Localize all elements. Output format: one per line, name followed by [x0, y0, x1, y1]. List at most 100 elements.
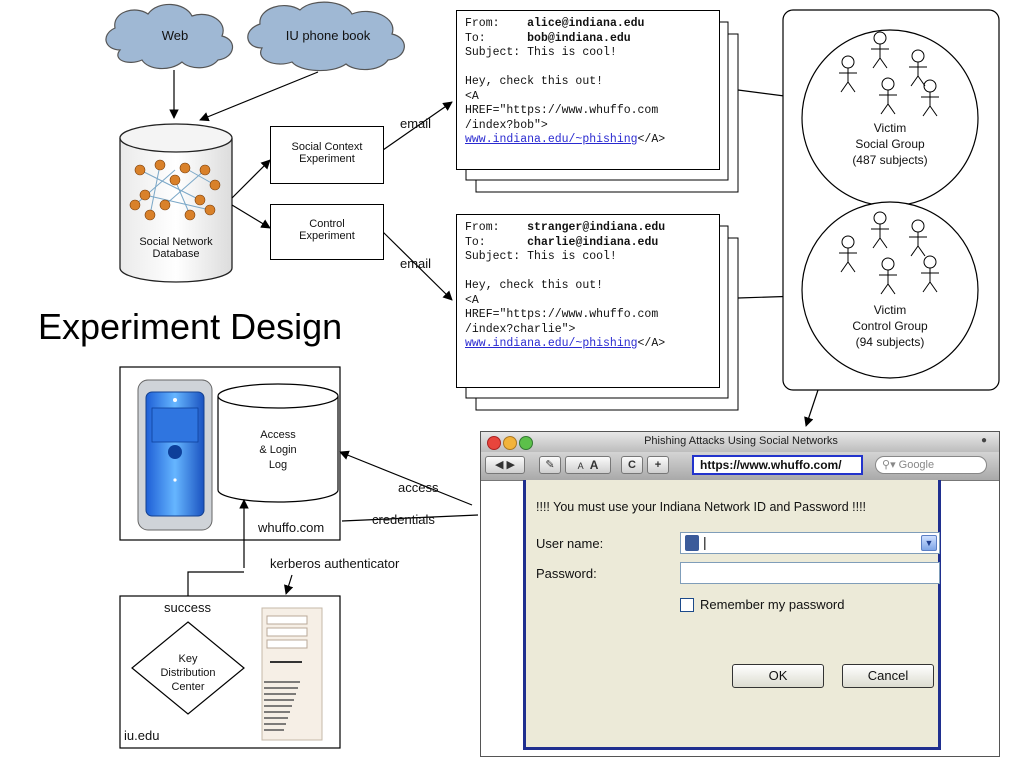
password-field[interactable]: [680, 562, 940, 584]
email-control-from-label: From:: [465, 221, 500, 234]
lock-icon: ●: [981, 435, 988, 446]
forward-icon[interactable]: ▶: [506, 459, 515, 471]
kdc-diamond: [131, 621, 245, 715]
social-context-experiment-box: Social Context Experiment: [270, 126, 384, 184]
control-experiment-box: Control Experiment: [270, 204, 384, 260]
control-group-line3: (94 subjects): [855, 335, 925, 349]
font-larger-button[interactable]: A: [589, 458, 599, 472]
email-social-link-tail: </A>: [637, 133, 666, 146]
control-group-figures: [839, 211, 939, 295]
iu-domain-label: iu.edu: [124, 728, 160, 743]
email-control-link-tail: </A>: [637, 337, 666, 350]
close-window-button[interactable]: [487, 436, 501, 450]
email-social-from-label: From:: [465, 17, 500, 30]
edit-icon[interactable]: ✎: [539, 456, 561, 474]
access-log-line3: Log: [268, 459, 288, 471]
network-edges: [134, 164, 216, 216]
social-experiment-line1: Social Context: [291, 141, 363, 153]
email-control-line2: <A: [465, 293, 479, 307]
kdc-line2: Distribution: [160, 667, 216, 679]
control-experiment-line1: Control: [309, 218, 345, 230]
kdc-label: Key Distribution Center: [148, 652, 228, 694]
kdc-line1: Key: [178, 653, 198, 665]
url-bar[interactable]: https://www.whuffo.com/: [692, 455, 863, 475]
social-network-database: [119, 123, 233, 283]
email-control-line1: Hey, check this out!: [465, 279, 604, 292]
zoom-window-button[interactable]: [519, 436, 533, 450]
email-social-body: From: alice@indiana.edu To: bob@indiana.…: [457, 11, 719, 148]
font-smaller-button[interactable]: A: [577, 461, 584, 471]
access-label: access: [398, 480, 439, 495]
username-label: User name:: [536, 536, 604, 551]
email-social-link[interactable]: www.indiana.edu/~phishing: [465, 133, 638, 146]
email-social: From: alice@indiana.edu To: bob@indiana.…: [456, 10, 720, 170]
phishing-browser-window: Phishing Attacks Using Social Networks ●…: [480, 431, 1000, 757]
database-label-line1: Social Network: [139, 236, 213, 248]
browser-window-title: Phishing Attacks Using Social Networks: [644, 435, 838, 447]
cloud-phonebook: [247, 1, 405, 72]
email-social-to-label: To:: [465, 31, 486, 45]
credentials-label: credentials: [372, 512, 435, 527]
cloud-web-label: Web: [161, 28, 189, 43]
back-icon[interactable]: ◀: [495, 459, 504, 471]
server-rack-icon: [261, 607, 323, 741]
email-social-line3: HREF="https://www.whuffo.com: [465, 104, 659, 117]
database-label: Social Network Database: [122, 236, 230, 260]
browser-toolbar: ◀ ▶ ✎ A A C + https://www.whuffo.com/ ⚲▾…: [481, 452, 999, 481]
email-control-link[interactable]: www.indiana.edu/~phishing: [465, 337, 638, 350]
username-field[interactable]: | ▼: [680, 532, 940, 554]
ok-button[interactable]: OK: [732, 664, 824, 688]
email-label-control: email: [400, 256, 432, 271]
access-log-line2: & Login: [259, 444, 297, 456]
search-field[interactable]: ⚲▾ Google: [875, 456, 987, 474]
cancel-button[interactable]: Cancel: [842, 664, 934, 688]
social-experiment-line2: Experiment: [299, 153, 355, 165]
experiment-design-title: Experiment Design: [38, 306, 343, 347]
control-experiment-line2: Experiment: [299, 230, 355, 242]
font-size-buttons[interactable]: A A: [565, 456, 611, 474]
email-control-line4: /index?charlie">: [465, 322, 576, 336]
chevron-down-icon[interactable]: ▼: [921, 535, 937, 551]
success-label: success: [164, 600, 211, 615]
reload-button[interactable]: C: [621, 456, 643, 474]
email-social-line2: <A: [465, 89, 479, 103]
text-cursor: |: [703, 534, 707, 550]
remember-password-checkbox[interactable]: [680, 598, 694, 612]
email-control-from: stranger@indiana.edu: [527, 221, 666, 234]
control-group-label: Victim Control Group (94 subjects): [835, 302, 945, 350]
email-social-from: alice@indiana.edu: [527, 17, 645, 30]
social-group-label: Victim Social Group (487 subjects): [840, 120, 940, 168]
login-dialog: !!!! You must use your Indiana Network I…: [523, 480, 941, 750]
control-group-circle: [801, 201, 979, 379]
social-group-line3: (487 subjects): [852, 153, 928, 167]
password-label: Password:: [536, 566, 597, 581]
email-control-to: charlie@indiana.edu: [527, 235, 659, 249]
back-forward-buttons[interactable]: ◀ ▶: [485, 456, 525, 474]
add-bookmark-button[interactable]: +: [647, 456, 669, 474]
login-prompt: !!!! You must use your Indiana Network I…: [536, 500, 867, 514]
cloud-web: [105, 3, 233, 70]
control-group-line1: Victim: [873, 303, 907, 317]
access-login-log-cylinder: [217, 383, 339, 503]
email-social-line4: /index?bob">: [465, 118, 548, 132]
server-hostname: whuffo.com: [258, 520, 325, 535]
minimize-window-button[interactable]: [503, 436, 517, 450]
email-control-to-label: To:: [465, 235, 486, 249]
email-label-social: email: [400, 116, 432, 131]
social-group-figures: [839, 31, 939, 117]
database-label-line2: Database: [152, 248, 200, 260]
email-control-subject: Subject: This is cool!: [465, 250, 617, 263]
search-placeholder: Google: [898, 459, 935, 471]
powermac-tower: [137, 379, 213, 531]
access-log-label: Access & Login Log: [228, 428, 328, 473]
kerberos-label: kerberos authenticator: [270, 556, 400, 571]
access-log-line1: Access: [260, 429, 296, 441]
email-control-line3: HREF="https://www.whuffo.com: [465, 308, 659, 321]
control-group-line2: Control Group: [852, 319, 928, 333]
social-group-line1: Victim: [873, 121, 907, 135]
browser-titlebar: Phishing Attacks Using Social Networks ●: [481, 432, 999, 452]
email-control: From: stranger@indiana.edu To: charlie@i…: [456, 214, 720, 388]
cloud-phonebook-label: IU phone book: [285, 28, 371, 43]
social-group-circle: [801, 29, 979, 207]
email-social-line1: Hey, check this out!: [465, 75, 604, 88]
